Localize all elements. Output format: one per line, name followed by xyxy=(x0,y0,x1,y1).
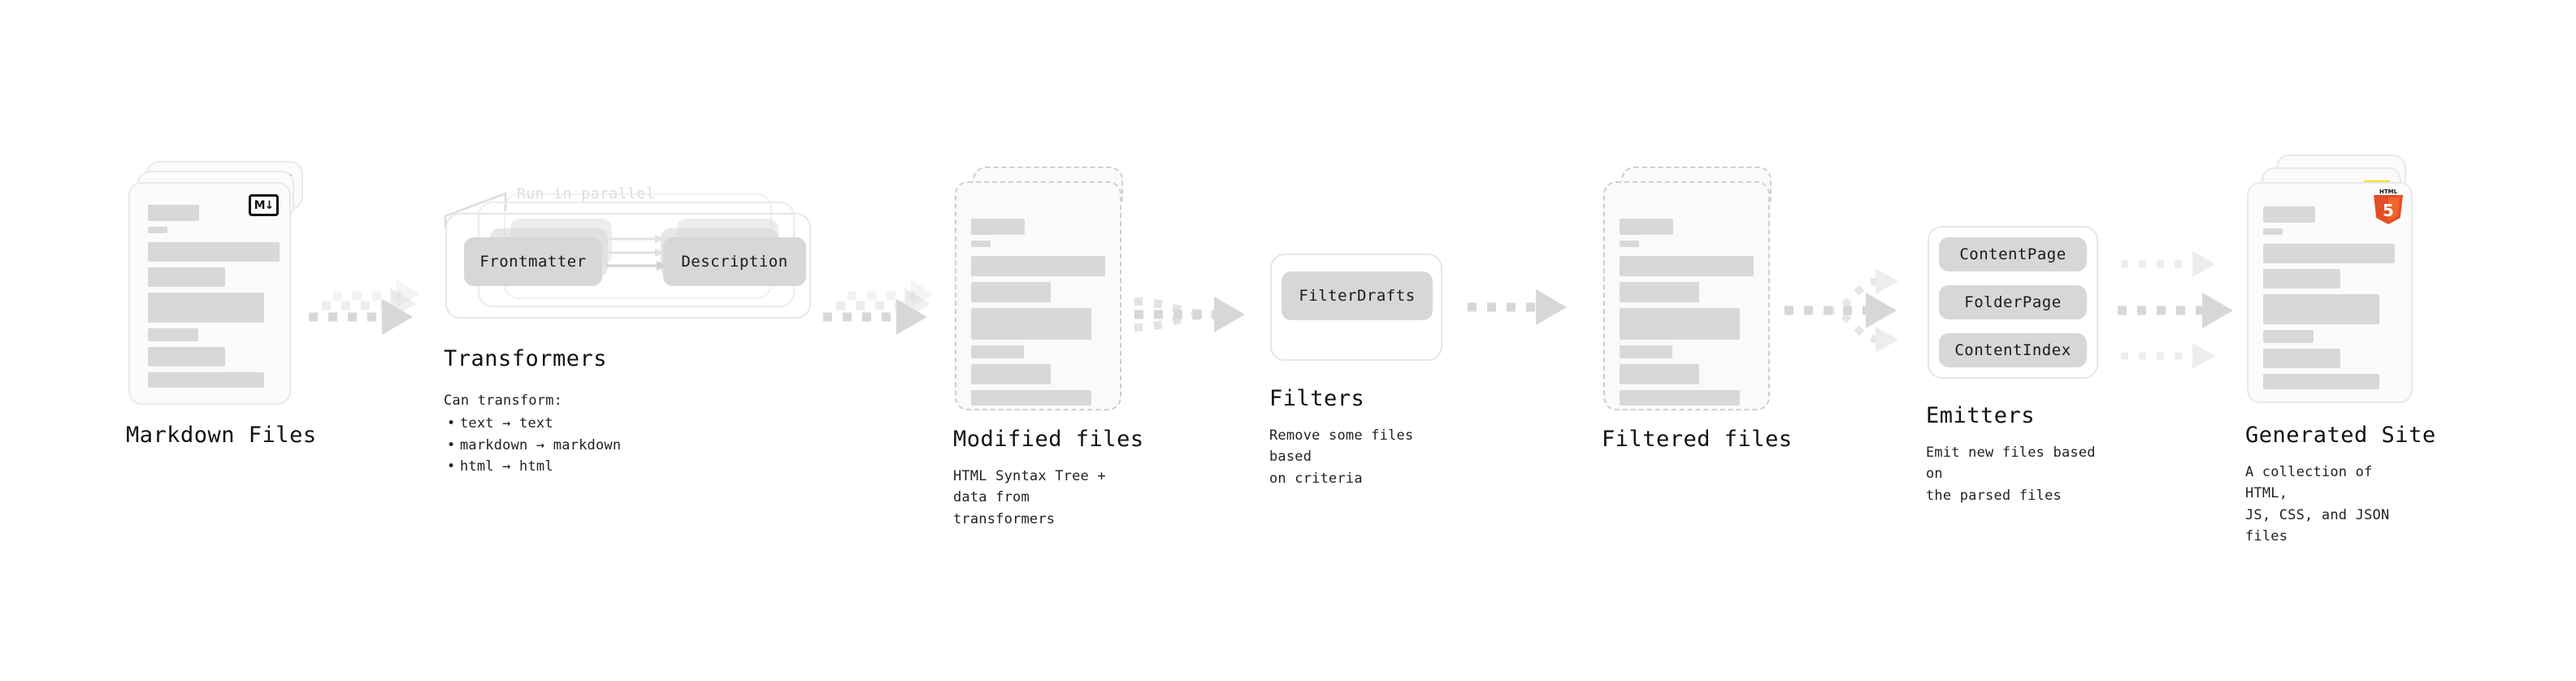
stage-title-markdown-files: Markdown Files xyxy=(126,423,317,448)
connector-filters-to-filtered xyxy=(1463,276,1585,345)
html5-badge-text: 5 xyxy=(2383,201,2394,220)
emitters-group-stack: ContentPage FolderPage ContentIndex xyxy=(1928,226,2106,384)
markdown-file-card-front: M↓ xyxy=(128,182,291,405)
modified-file-card-front xyxy=(955,181,1121,410)
transformers-bullet-markdown: markdown → markdown xyxy=(447,435,621,457)
stage-title-transformers: Transformers xyxy=(444,346,608,371)
stage-title-filtered-files: Filtered files xyxy=(1602,427,1793,452)
stage-subtitle-generated-site: A collection of HTML, JS, CSS, and JSON … xyxy=(2245,464,2390,545)
stage-title-filters: Filters xyxy=(1269,386,1365,411)
transformers-detail: Can transform: text → text markdown → ma… xyxy=(444,390,621,478)
transformer-chip-description[interactable]: Description xyxy=(663,237,806,286)
stage-filtered-files: Filtered files xyxy=(1602,167,1792,452)
transformer-chip-frontmatter-label: Frontmatter xyxy=(479,253,587,271)
file-content-placeholder xyxy=(1620,219,1754,411)
connector-markdown-to-transformers xyxy=(302,268,432,353)
connector-modified-to-filters xyxy=(1130,264,1268,357)
stage-subtitle-emitters: Emit new files based on the parsed files xyxy=(1926,445,2096,504)
file-content-placeholder xyxy=(2263,206,2396,395)
transformer-group-outline-front xyxy=(445,213,811,319)
markdown-badge-icon: M↓ xyxy=(249,194,279,216)
emitter-chip-contentpage[interactable]: ContentPage xyxy=(1939,237,2087,271)
filters-group-outline xyxy=(1270,254,1442,361)
html5-badge-icon: HTML 5 xyxy=(2374,189,2403,224)
filters-group-stack: FilterDrafts xyxy=(1270,254,1449,363)
file-content-placeholder xyxy=(971,219,1105,411)
file-content-placeholder xyxy=(148,205,280,393)
emitter-chip-folderpage[interactable]: FolderPage xyxy=(1939,285,2087,319)
connector-transformers-to-modified xyxy=(817,268,951,353)
emitter-chip-contentindex[interactable]: ContentIndex xyxy=(1939,333,2087,367)
stage-title-generated-site: Generated Site xyxy=(2245,423,2436,448)
site-file-card-html: HTML 5 xyxy=(2247,182,2413,403)
emitter-chip-contentindex-label: ContentIndex xyxy=(1954,341,2071,359)
stage-generated-site: CSS HTML 5 xyxy=(2245,154,2435,544)
transformers-bullet-html: html → html xyxy=(447,456,621,478)
markdown-file-stack: M↓ M↓ M↓ xyxy=(128,161,303,405)
emitter-chip-contentpage-label: ContentPage xyxy=(1959,245,2066,263)
generated-site-file-stack: CSS HTML 5 xyxy=(2247,154,2422,403)
filter-chip-filterdrafts[interactable]: FilterDrafts xyxy=(1281,271,1433,320)
stage-filters: FilterDrafts Filters Remove some files b… xyxy=(1269,254,1449,487)
stage-title-modified-files: Modified files xyxy=(953,427,1144,452)
emitter-chip-folderpage-label: FolderPage xyxy=(1964,293,2062,311)
filtered-file-card-front xyxy=(1603,181,1770,410)
emitters-group-outline xyxy=(1928,226,2098,379)
transformer-inner-arrows xyxy=(606,235,668,271)
transformers-bullet-text: text → text xyxy=(447,413,621,435)
modified-file-stack xyxy=(955,167,1130,410)
connector-filtered-to-emitters xyxy=(1780,236,1930,385)
transformers-detail-lead: Can transform: xyxy=(444,393,563,409)
transformer-chip-description-label: Description xyxy=(681,253,788,271)
connector-emitters-to-site xyxy=(2113,236,2267,385)
stage-markdown-files: M↓ M↓ M↓ xyxy=(126,161,316,448)
transformer-chip-frontmatter[interactable]: Frontmatter xyxy=(464,237,602,286)
stage-emitters: ContentPage FolderPage ContentIndex Emit… xyxy=(1926,226,2106,504)
html5-badge-tag: HTML xyxy=(2379,189,2398,195)
stage-title-emitters: Emitters xyxy=(1926,403,2036,428)
stage-transformers: Run in parallel xyxy=(444,185,827,478)
stage-subtitle-filters: Remove some files based on criteria xyxy=(1269,427,1414,487)
markdown-badge-text: M↓ xyxy=(249,194,279,216)
transformers-group-stack: Frontmatter Description xyxy=(445,192,827,322)
stage-subtitle-modified-files: HTML Syntax Tree + data from transformer… xyxy=(953,468,1106,527)
filtered-file-stack xyxy=(1603,167,1778,410)
filter-chip-filterdrafts-label: FilterDrafts xyxy=(1299,287,1416,305)
stage-modified-files: Modified files HTML Syntax Tree + data f… xyxy=(953,167,1143,527)
